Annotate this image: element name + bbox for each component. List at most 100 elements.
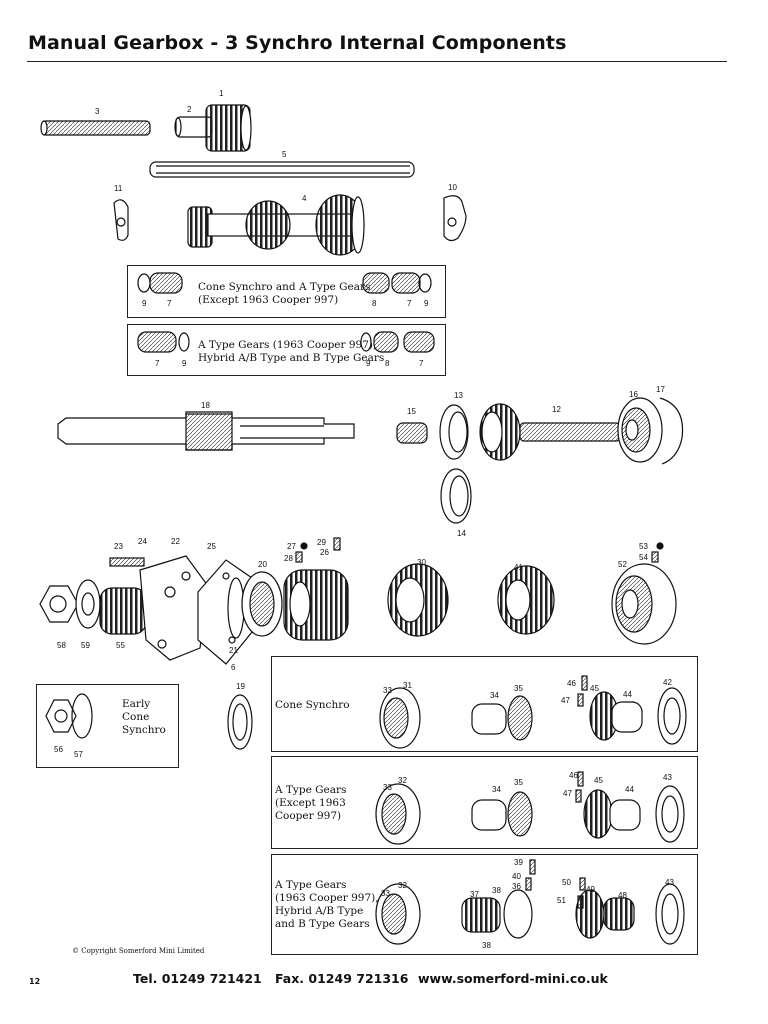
part-30-gear	[387, 563, 449, 637]
label-part-7c: 7	[155, 359, 160, 368]
caption-a-type-full: A Type Gears (1963 Cooper 997), Hybrid A…	[275, 879, 379, 930]
label-part-22: 22	[171, 537, 180, 546]
part-25-gasket	[197, 559, 253, 665]
caption-a-type-except: A Type Gears (Except 1963 Cooper 997)	[275, 784, 347, 822]
label-part-8a: 8	[372, 299, 377, 308]
part-59-washer	[75, 579, 101, 629]
label-part-33a: 33	[383, 686, 392, 695]
label-part-37: 37	[470, 890, 479, 899]
label-part-46b: 46	[569, 771, 578, 780]
label-part-47a: 47	[561, 696, 570, 705]
box-cone-synchro	[271, 656, 698, 752]
part-56-57-nut-washer	[45, 693, 93, 739]
label-part-21: 21	[229, 646, 238, 655]
label-part-35b: 35	[514, 778, 523, 787]
a-type-except-parts	[375, 771, 685, 845]
part-13-ring	[439, 404, 469, 460]
part-14-ring	[440, 468, 472, 524]
label-part-12: 12	[552, 405, 561, 414]
label-part-47b: 47	[563, 789, 572, 798]
label-part-35a: 35	[514, 684, 523, 693]
label-part-14: 14	[457, 529, 466, 538]
part-20-gear	[283, 569, 349, 641]
label-part-43b: 43	[665, 878, 674, 887]
label-part-55: 55	[116, 641, 125, 650]
label-part-8b: 8	[385, 359, 390, 368]
label-part-26: 26	[320, 548, 329, 557]
part-1-2-gear	[174, 104, 252, 152]
label-part-45b: 45	[594, 776, 603, 785]
label-part-20: 20	[258, 560, 267, 569]
label-part-5: 5	[282, 150, 287, 159]
part-15-bush	[396, 422, 428, 444]
label-part-44a: 44	[623, 690, 632, 699]
label-part-51: 51	[557, 896, 566, 905]
label-part-13: 13	[454, 391, 463, 400]
part-11-thrust-washer	[113, 199, 129, 241]
label-part-31: 31	[403, 681, 412, 690]
label-part-9d: 9	[366, 359, 371, 368]
part-3-shaft	[40, 120, 151, 136]
label-part-58: 58	[57, 641, 66, 650]
part-20-bearing	[241, 571, 283, 637]
box1-parts	[137, 272, 432, 294]
part-41-gear	[497, 565, 555, 635]
label-part-33c: 33	[381, 889, 390, 898]
part-52-hub	[611, 542, 677, 645]
label-part-49: 49	[586, 885, 595, 894]
label-part-41: 41	[514, 563, 523, 572]
copyright-notice: © Copyright Somerford Mini Limited	[72, 947, 205, 955]
label-part-56: 56	[54, 745, 63, 754]
page-title: Manual Gearbox - 3 Synchro Internal Comp…	[28, 32, 567, 54]
cone-synchro-parts	[379, 675, 687, 749]
label-part-9a: 9	[142, 299, 147, 308]
label-part-15: 15	[407, 407, 416, 416]
part-58-nut	[39, 585, 79, 623]
caption-a-type-hybrid: A Type Gears (1963 Cooper 997), Hybrid A…	[198, 339, 385, 364]
part-22-housing	[109, 555, 209, 661]
label-part-29: 29	[317, 538, 326, 547]
label-part-10: 10	[448, 183, 457, 192]
label-part-54: 54	[639, 553, 648, 562]
footer-fax: Fax. 01249 721316	[275, 971, 409, 986]
label-part-45a: 45	[590, 684, 599, 693]
label-part-24: 24	[138, 537, 147, 546]
box-a-type-hybrid	[127, 324, 446, 376]
label-part-7a: 7	[167, 299, 172, 308]
label-part-9b: 9	[424, 299, 429, 308]
label-part-50: 50	[562, 878, 571, 887]
label-part-32a: 32	[398, 776, 407, 785]
label-part-34b: 34	[492, 785, 501, 794]
part-26-29-pins	[295, 537, 341, 563]
label-part-32b: 32	[398, 881, 407, 890]
label-part-43a: 43	[663, 773, 672, 782]
label-part-48: 48	[618, 891, 627, 900]
part-5-layshaft	[149, 161, 415, 178]
a-type-full-parts	[375, 859, 685, 945]
label-part-3: 3	[95, 107, 100, 116]
caption-early-cone: Early Cone Synchro	[122, 698, 166, 736]
part-16-bearing	[617, 397, 663, 463]
label-part-1: 1	[219, 89, 224, 98]
label-part-38b: 38	[482, 941, 491, 950]
part-4-laygear	[187, 194, 365, 256]
label-part-30: 30	[417, 558, 426, 567]
part-17-circlip	[659, 397, 684, 465]
page-number: 12	[29, 977, 41, 986]
label-part-44b: 44	[625, 785, 634, 794]
label-part-52: 52	[618, 560, 627, 569]
label-part-23: 23	[114, 542, 123, 551]
label-part-16: 16	[629, 390, 638, 399]
label-part-46a: 46	[567, 679, 576, 688]
label-part-7b: 7	[407, 299, 412, 308]
title-rule	[27, 61, 727, 62]
box-early-cone	[36, 684, 179, 768]
label-part-36: 36	[512, 882, 521, 891]
box-cone-a-type	[127, 265, 446, 318]
label-part-9c: 9	[182, 359, 187, 368]
label-part-6: 6	[231, 663, 236, 672]
label-part-33b: 33	[383, 783, 392, 792]
label-part-34a: 34	[490, 691, 499, 700]
label-part-42: 42	[663, 678, 672, 687]
footer-web: www.somerford-mini.co.uk	[418, 971, 608, 986]
